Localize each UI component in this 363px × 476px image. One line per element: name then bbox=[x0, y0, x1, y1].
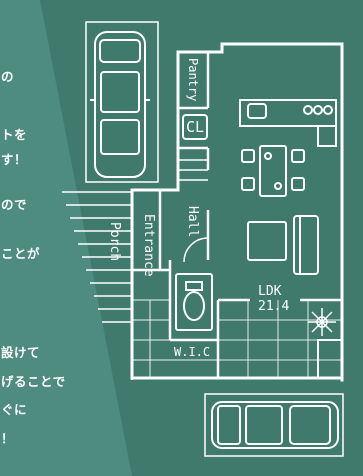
left-text-line: ぐに bbox=[1, 402, 28, 417]
left-text-line: トを bbox=[1, 127, 28, 142]
left-text-line: す！ bbox=[1, 152, 28, 167]
room-label-pantry: Pantry bbox=[186, 58, 200, 102]
room-label-entrance: Entrance bbox=[141, 214, 156, 277]
hall-stair bbox=[178, 159, 208, 181]
left-text-line: の bbox=[1, 69, 15, 84]
plant-icon bbox=[308, 308, 336, 336]
entrance-floor bbox=[132, 299, 218, 378]
sofa-icon bbox=[247, 215, 319, 275]
left-text-line: げることで bbox=[1, 374, 66, 389]
hall-door bbox=[183, 237, 209, 263]
left-text-line: ！ bbox=[1, 431, 15, 446]
car-icon bbox=[85, 21, 159, 183]
room-label-hall: Hall bbox=[185, 206, 200, 238]
room-label-porch: Porch bbox=[107, 222, 122, 262]
exterior-walls bbox=[130, 42, 344, 382]
dining-set-icon bbox=[241, 145, 305, 197]
car-icon bbox=[204, 393, 344, 457]
room-label-ldk-size: 21.4 bbox=[258, 299, 290, 314]
room-label-wic: W.I.C bbox=[174, 345, 211, 359]
left-text-line: ので bbox=[1, 197, 28, 212]
left-text-line: 設けて bbox=[1, 345, 41, 360]
floor-plan-panel bbox=[40, 0, 363, 476]
room-label-ldk: LDK bbox=[258, 284, 282, 299]
toilet-icon bbox=[175, 273, 213, 331]
storage-cabinet bbox=[317, 339, 343, 379]
room-label-cl: CL bbox=[182, 114, 208, 140]
kitchen-icon bbox=[239, 99, 337, 147]
left-text-line: ことが bbox=[1, 246, 41, 261]
